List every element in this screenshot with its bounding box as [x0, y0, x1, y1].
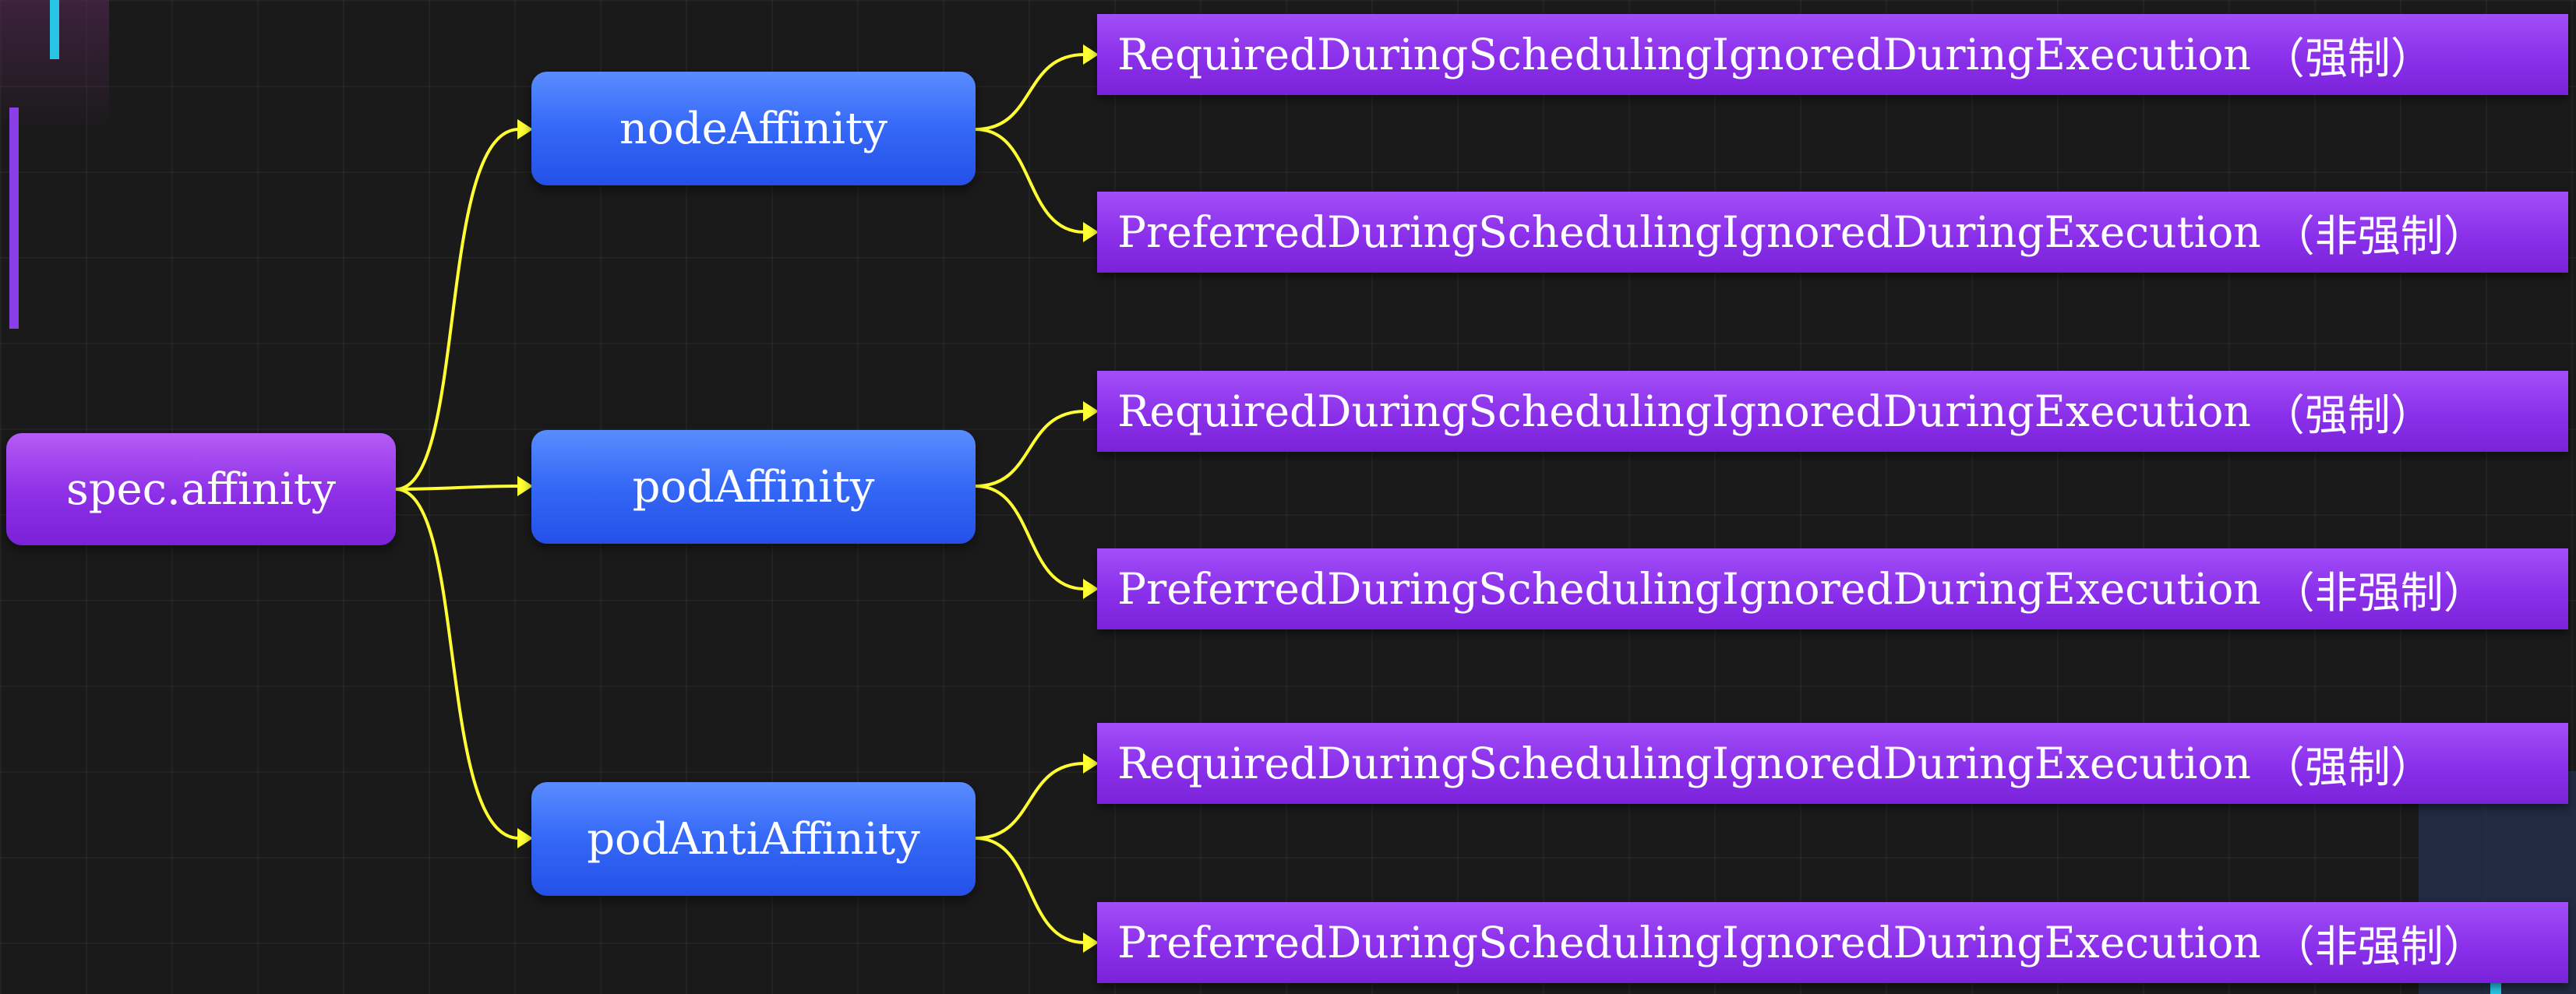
leaf-node-note: （强制）	[2261, 33, 2433, 83]
leaf-node-podantiaffinity-required: RequiredDuringSchedulingIgnoredDuringExe…	[1097, 723, 2568, 804]
branch-node-label: nodeAffinity	[619, 103, 888, 154]
leaf-node-label: PreferredDuringSchedulingIgnoredDuringEx…	[1117, 918, 2261, 968]
connector-podaffinity-required	[975, 410, 1085, 488]
leaf-node-note: （非强制）	[2271, 568, 2486, 618]
leaf-node-note: （强制）	[2261, 390, 2433, 440]
branch-node-nodeaffinity: nodeAffinity	[531, 72, 976, 185]
branch-node-podaffinity: podAffinity	[531, 430, 976, 544]
branch-node-label: podAntiAffinity	[587, 813, 920, 865]
arrowhead-leaf-1	[1083, 44, 1099, 65]
connector-podantiaffinity-required	[975, 762, 1085, 840]
leaf-node-podaffinity-required: RequiredDuringSchedulingIgnoredDuringExe…	[1097, 371, 2568, 452]
root-node-label: spec.affinity	[65, 464, 337, 515]
connector-podaffinity-preferred	[975, 485, 1085, 590]
leaf-node-nodeaffinity-required: RequiredDuringSchedulingIgnoredDuringExe…	[1097, 14, 2568, 95]
connector-nodeaffinity-required	[975, 53, 1085, 131]
leaf-node-label: RequiredDuringSchedulingIgnoredDuringExe…	[1117, 30, 2251, 79]
leaf-node-podantiaffinity-preferred: PreferredDuringSchedulingIgnoredDuringEx…	[1097, 902, 2568, 983]
leaf-node-label: PreferredDuringSchedulingIgnoredDuringEx…	[1117, 207, 2261, 257]
arrowhead-nodeaffinity	[517, 119, 533, 139]
leaf-node-nodeaffinity-preferred: PreferredDuringSchedulingIgnoredDuringEx…	[1097, 192, 2568, 273]
arrowhead-leaf-3	[1083, 401, 1099, 421]
leaf-node-note: （强制）	[2261, 742, 2433, 792]
cyan-accent-bar	[50, 0, 59, 59]
arrowhead-leaf-4	[1083, 579, 1099, 599]
leaf-node-note: （非强制）	[2271, 211, 2486, 261]
branch-node-label: podAffinity	[632, 461, 875, 513]
leaf-node-label: RequiredDuringSchedulingIgnoredDuringExe…	[1117, 386, 2251, 436]
arrowhead-podaffinity	[517, 476, 533, 496]
connector-nodeaffinity-preferred	[975, 128, 1085, 234]
arrowhead-leaf-2	[1083, 222, 1099, 242]
branch-node-podantiaffinity: podAntiAffinity	[531, 782, 976, 896]
leaf-node-label: RequiredDuringSchedulingIgnoredDuringExe…	[1117, 738, 2251, 788]
cyan-accent-square	[2490, 983, 2501, 994]
purple-accent-bar	[9, 108, 19, 329]
root-node-spec-affinity: spec.affinity	[6, 433, 396, 545]
connector-root-podaffinity	[395, 485, 520, 491]
connector-root-podantiaffinity	[395, 488, 520, 840]
leaf-node-note: （非强制）	[2271, 922, 2486, 971]
arrowhead-podantiaffinity	[517, 828, 533, 848]
leaf-node-podaffinity-preferred: PreferredDuringSchedulingIgnoredDuringEx…	[1097, 548, 2568, 629]
arrowhead-leaf-5	[1083, 753, 1099, 774]
connector-root-nodeaffinity	[395, 128, 520, 491]
leaf-node-label: PreferredDuringSchedulingIgnoredDuringEx…	[1117, 564, 2261, 614]
connector-podantiaffinity-preferred	[975, 837, 1085, 944]
arrowhead-leaf-6	[1083, 932, 1099, 953]
